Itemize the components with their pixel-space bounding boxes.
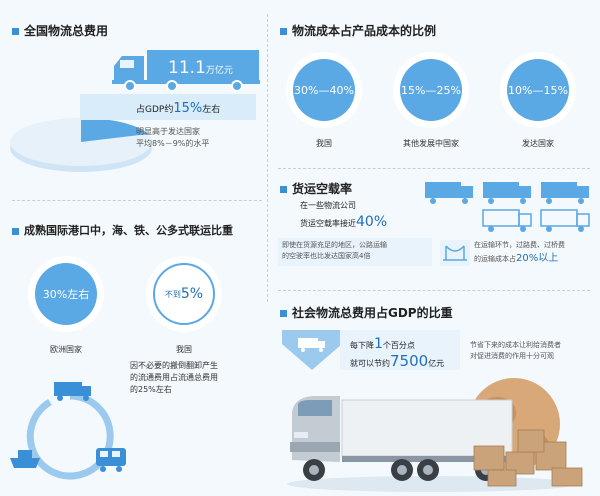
empty-rate-desc1-box [278, 238, 432, 266]
gdp-share-line2: 就可以节约7500亿元 [350, 352, 445, 370]
cost-ratio-label-developing: 其他发展中国家 [403, 139, 459, 148]
logistics-total-value: 11.1万亿元 [168, 58, 233, 78]
semi-truck-illustration [287, 378, 583, 492]
port-value-eu: 30%左右 [35, 263, 97, 325]
empty-rate-desc2: 在运输环节，过路费、过桥费 的运输成本占20%以上 [474, 241, 565, 264]
section-marker-icon [12, 227, 19, 235]
divider-left-1 [12, 200, 262, 201]
section-marker-icon [280, 186, 287, 193]
vertical-divider [267, 14, 268, 302]
section-marker-icon [12, 28, 19, 35]
empty-rate-desc1: 即使在货源充足的地区，公路运输 的空驶率也比发达国家高4倍 [282, 241, 387, 260]
truck-icon [112, 50, 260, 92]
bridge-icon [440, 240, 470, 266]
port-circle-eu: 30%左右 [28, 256, 104, 332]
empty-rate-title: 货运空载率 [280, 180, 352, 197]
divider-right-2 [278, 290, 590, 291]
empty-rate-line2: 货运空载率接近40% [300, 214, 388, 230]
multimodal-cycle-icon [10, 382, 126, 480]
port-label-eu: 欧洲国家 [50, 345, 82, 354]
cost-ratio-value-developing: 15%—25% [400, 59, 462, 121]
gdp-callout-box [80, 94, 256, 120]
port-label-cn: 我国 [176, 345, 192, 354]
gdp-share-text: 占GDP约15%左右 [136, 101, 221, 116]
cost-ratio-circle-developed: 10%—15% [500, 52, 576, 128]
cost-ratio-circle-cn: 30%—40% [286, 52, 362, 128]
section-marker-icon [280, 28, 287, 35]
section-marker-icon [280, 310, 287, 317]
cost-ratio-title: 物流成本占产品成本的比例 [280, 22, 436, 39]
divider-right-1 [278, 168, 590, 169]
gdp-share-title: 社会物流总费用占GDP的比重 [280, 304, 453, 321]
cost-ratio-label-developed: 发达国家 [522, 139, 554, 148]
gdp-share-note: 节省下来的成本让利给消费者 对促进消费的作用十分可观 [470, 341, 561, 360]
empty-trucks-icon [425, 182, 590, 232]
down-arrow-truck-icon [282, 330, 342, 370]
cost-ratio-circle-developing: 15%—25% [393, 52, 469, 128]
gdp-share-pie [10, 117, 152, 172]
cost-ratio-label-cn: 我国 [316, 139, 332, 148]
empty-rate-line1: 在一些物流公司 [300, 201, 356, 210]
cost-ratio-value-cn: 30%—40% [293, 59, 355, 121]
logistics-total-title: 全国物流总费用 [12, 22, 108, 39]
port-title: 成熟国际港口中，海、铁、公多式联运比重 [12, 222, 233, 238]
gdp-share-line1: 每下降1个百分点 [350, 336, 415, 352]
gdp-share-callout [340, 330, 460, 370]
cost-ratio-value-developed: 10%—15% [507, 59, 569, 121]
logistics-total-note: 明显高于发达国家 平均8%－9%的水平 [136, 127, 210, 148]
port-note: 因不必要的搬倒翻卸产生 的流通费用占流通总费用 的25%左右 [130, 361, 218, 394]
